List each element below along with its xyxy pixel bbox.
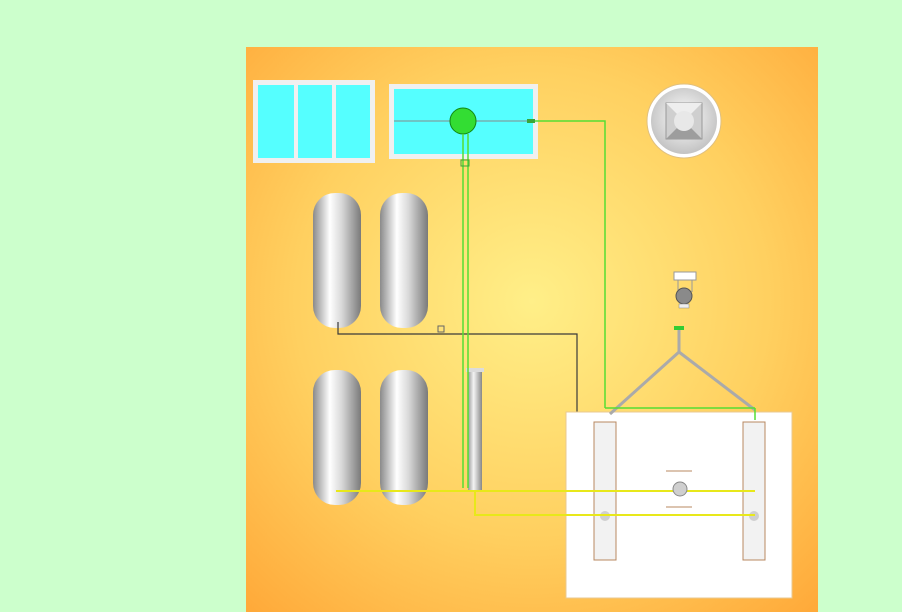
valve-icon[interactable] — [437, 325, 445, 333]
valve-icon[interactable] — [527, 119, 535, 123]
green-pipe — [462, 120, 756, 488]
basin[interactable] — [565, 411, 793, 599]
treatment-column[interactable] — [466, 368, 484, 490]
filter-unit[interactable] — [646, 83, 722, 159]
pressure-vessel-1[interactable] — [313, 193, 361, 328]
storage-tank[interactable] — [253, 80, 375, 163]
pressure-vessel-4[interactable] — [380, 370, 428, 505]
pressure-vessel-2[interactable] — [380, 193, 428, 328]
tank-divider — [294, 85, 298, 158]
crane-hook[interactable] — [608, 271, 756, 416]
tank-divider — [332, 85, 336, 158]
circulation-pump[interactable] — [449, 107, 477, 135]
inlet-fitting[interactable] — [672, 481, 688, 497]
valve-icon[interactable] — [460, 159, 470, 167]
pressure-vessel-3[interactable] — [313, 370, 361, 505]
